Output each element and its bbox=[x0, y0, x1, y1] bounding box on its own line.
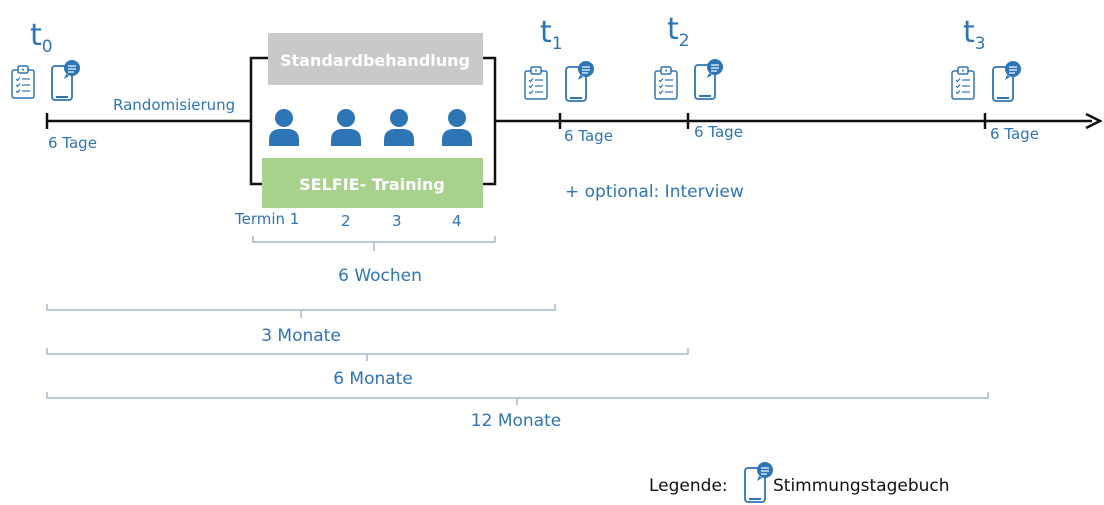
brace-12-months bbox=[46, 392, 989, 399]
brace-3-months bbox=[46, 304, 556, 311]
participant-icons bbox=[269, 109, 472, 146]
phone-speech-icon bbox=[992, 60, 1022, 102]
session-label-1: Termin 1 bbox=[234, 210, 299, 228]
session-label-2: 2 bbox=[341, 212, 351, 230]
timepoint-t0: t0 bbox=[30, 18, 53, 57]
phone-speech-icon bbox=[51, 59, 81, 101]
session-label-3: 3 bbox=[392, 212, 402, 230]
duration-braces bbox=[46, 236, 989, 405]
clipboard-icon bbox=[524, 66, 548, 100]
person-icon bbox=[269, 109, 299, 146]
phone-speech-icon bbox=[744, 461, 774, 503]
person-icon bbox=[384, 109, 414, 146]
arrowhead-icon bbox=[1085, 112, 1103, 130]
selfie-training-box bbox=[262, 158, 483, 208]
standard-treatment-box bbox=[268, 33, 483, 85]
selfie-training-label: SELFIE- Training bbox=[299, 175, 445, 194]
timepoint-t3: t3 bbox=[963, 15, 986, 54]
duration-3-months: 3 Monate bbox=[261, 326, 341, 346]
days-label-t3: 6 Tage bbox=[990, 125, 1039, 143]
clipboard-icon bbox=[951, 66, 975, 100]
clipboard-icon bbox=[11, 65, 35, 99]
arm-brackets bbox=[249, 56, 497, 186]
timepoint-t1: t1 bbox=[540, 15, 563, 54]
legend: Legende: Stimmungstagebuch bbox=[649, 461, 950, 503]
days-label-t0: 6 Tage bbox=[48, 134, 97, 152]
brace-6-months bbox=[46, 348, 689, 355]
brace-6-weeks bbox=[252, 236, 496, 243]
person-icon bbox=[442, 109, 472, 146]
duration-12-months: 12 Monate bbox=[471, 411, 561, 431]
optional-interview-label: + optional: Interview bbox=[565, 182, 744, 202]
days-label-t1: 6 Tage bbox=[564, 127, 613, 145]
standard-treatment-label: Standardbehandlung bbox=[280, 51, 470, 70]
legend-prefix: Legende: bbox=[649, 476, 728, 496]
duration-6-months: 6 Monate bbox=[333, 369, 413, 389]
randomization-label: Randomisierung bbox=[113, 96, 235, 114]
clipboard-icon bbox=[654, 66, 678, 100]
session-label-4: 4 bbox=[452, 212, 462, 230]
phone-speech-icon bbox=[565, 60, 595, 102]
phone-speech-icon bbox=[694, 58, 724, 100]
duration-6-weeks: 6 Wochen bbox=[338, 266, 422, 286]
person-icon bbox=[331, 109, 361, 146]
timepoint-t2: t2 bbox=[667, 12, 690, 51]
days-label-t2: 6 Tage bbox=[694, 123, 743, 141]
main-timeline bbox=[45, 112, 1103, 130]
legend-label: Stimmungstagebuch bbox=[773, 476, 950, 496]
